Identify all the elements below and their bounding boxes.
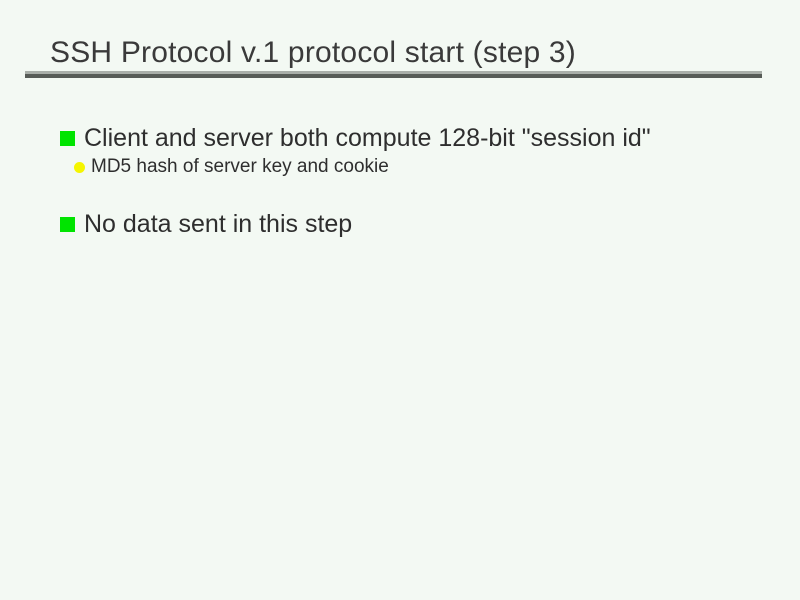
green-square-bullet-icon bbox=[60, 131, 75, 146]
bullet-item: Client and server both compute 128-bit "… bbox=[60, 124, 651, 153]
bullet-item: No data sent in this step bbox=[60, 210, 352, 239]
rule-highlight-line bbox=[25, 71, 762, 74]
title-underline-rule bbox=[25, 71, 762, 78]
rule-shadow-line bbox=[25, 74, 762, 78]
green-square-bullet-icon bbox=[60, 217, 75, 232]
yellow-circle-bullet-icon bbox=[74, 161, 85, 173]
slide-title: SSH Protocol v.1 protocol start (step 3) bbox=[50, 36, 576, 69]
sub-bullet-text: MD5 hash of server key and cookie bbox=[91, 156, 389, 177]
bullet-text: No data sent in this step bbox=[84, 210, 353, 238]
sub-bullet-item: MD5 hash of server key and cookie bbox=[74, 156, 389, 178]
bullet-text: Client and server both compute 128-bit "… bbox=[84, 124, 651, 152]
